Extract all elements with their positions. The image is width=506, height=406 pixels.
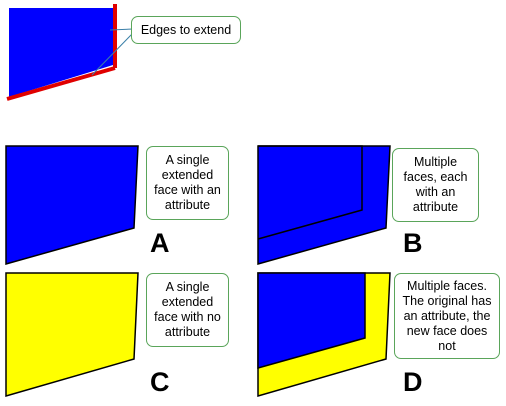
- callout-edges-text: Edges to extend: [140, 22, 232, 37]
- leader-line-lower: [91, 32, 134, 76]
- face-d-original: [257, 272, 366, 369]
- original-face: [9, 8, 113, 97]
- callout-a: A single extended face with an attribute: [146, 146, 229, 220]
- callout-d-text: Multiple faces. The original has an attr…: [402, 278, 492, 353]
- callout-a-text: A single extended face with an attribute: [154, 153, 221, 212]
- callout-c: A single extended face with no attribute: [146, 273, 229, 347]
- label-c: C: [150, 367, 170, 397]
- face-b-original-outline: [257, 145, 363, 240]
- leader-line-upper: [109, 28, 134, 31]
- face-c-extended: [5, 272, 139, 397]
- face-a-extended: [5, 145, 139, 265]
- face-b-new: [257, 145, 391, 265]
- label-b: B: [403, 228, 423, 258]
- label-a: A: [150, 228, 170, 258]
- callout-b: Multiple faces, each with an attribute: [392, 148, 479, 222]
- edge-to-extend-bottom: [6, 66, 116, 101]
- callout-c-text: A single extended face with no attribute: [154, 280, 221, 339]
- label-d: D: [403, 367, 423, 397]
- callout-b-text: Multiple faces, each with an attribute: [403, 155, 468, 214]
- callout-d: Multiple faces. The original has an attr…: [394, 273, 500, 359]
- callout-edges-to-extend: Edges to extend: [131, 16, 241, 44]
